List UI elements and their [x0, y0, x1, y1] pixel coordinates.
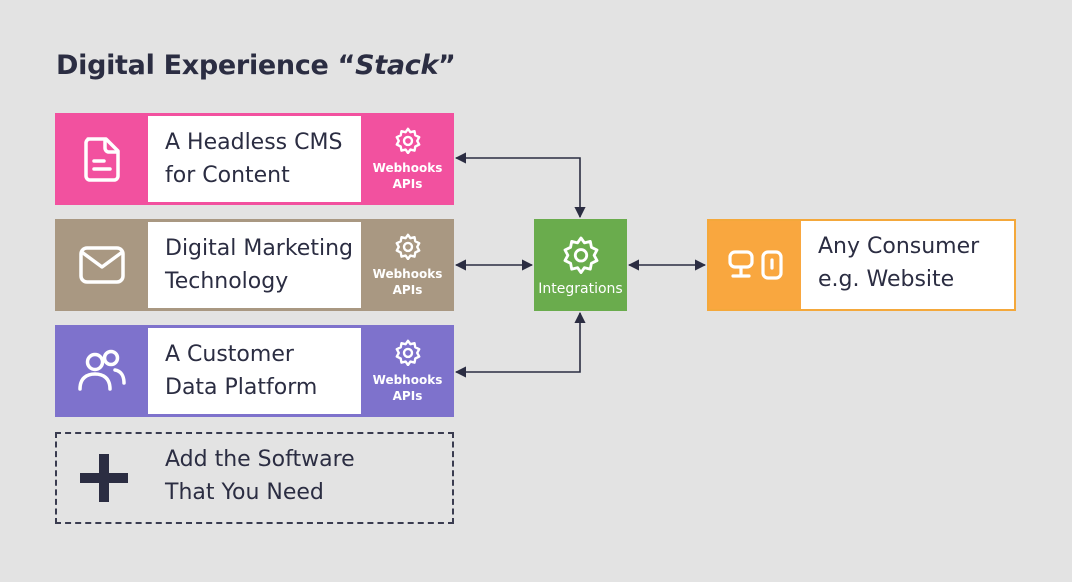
mobile-icon: [760, 250, 783, 280]
api-badge: Webhooks APIs: [361, 219, 454, 311]
api-line1: Webhooks: [372, 161, 443, 175]
stack-item-line2: Technology: [165, 269, 289, 294]
title-emphasis: Stack: [355, 50, 439, 81]
connector-cdp-integrations: [454, 311, 586, 378]
consumer-label: Any Consumer e.g. Website: [818, 230, 979, 296]
add-software-label: Add the Software That You Need: [165, 443, 355, 509]
stack-item-line2: for Content: [165, 163, 290, 188]
gear-icon: [395, 233, 420, 260]
hub-label: Integrations: [538, 281, 623, 297]
integrations-hub: Integrations: [534, 219, 627, 311]
title-suffix: ”: [438, 50, 456, 81]
stack-item-line1: Digital Marketing: [165, 236, 353, 261]
mail-icon: [55, 219, 148, 311]
stack-item-line2: Data Platform: [165, 375, 318, 400]
diagram-title: Digital Experience “Stack”: [56, 50, 456, 81]
consumer-box: Any Consumer e.g. Website: [707, 219, 1016, 311]
api-line1: Webhooks: [372, 373, 443, 387]
api-line2: APIs: [392, 177, 423, 191]
api-line2: APIs: [392, 283, 423, 297]
stack-item-label: Digital Marketing Technology: [148, 222, 361, 308]
stack-item-headless-cms: A Headless CMS for Content Webhooks APIs: [55, 113, 454, 205]
consumer-icons: [709, 221, 801, 309]
gear-icon: [395, 339, 420, 366]
title-prefix: Digital Experience “: [56, 50, 356, 81]
monitor-icon: [727, 250, 754, 278]
api-line2: APIs: [392, 389, 423, 403]
stack-item-customer-data-platform: A Customer Data Platform Webhooks APIs: [55, 325, 454, 417]
stack-item-label: A Headless CMS for Content: [148, 116, 361, 202]
stack-item-line1: A Headless CMS: [165, 130, 343, 155]
users-icon: [55, 325, 148, 417]
consumer-line2: e.g. Website: [818, 267, 955, 292]
add-software-placeholder: Add the Software That You Need: [55, 432, 454, 524]
stack-item-digital-marketing: Digital Marketing Technology Webhooks AP…: [55, 219, 454, 311]
add-software-line1: Add the Software: [165, 447, 355, 472]
stack-item-line1: A Customer: [165, 342, 294, 367]
add-software-line2: That You Need: [165, 480, 324, 505]
stack-item-label: A Customer Data Platform: [148, 328, 361, 414]
document-icon: [55, 113, 148, 205]
api-line1: Webhooks: [372, 267, 443, 281]
connector-cms-integrations: [454, 152, 586, 219]
api-badge: Webhooks APIs: [361, 113, 454, 205]
consumer-line1: Any Consumer: [818, 234, 980, 259]
api-badge: Webhooks APIs: [361, 325, 454, 417]
gear-icon: [563, 236, 598, 274]
plus-icon: [57, 434, 150, 522]
gear-icon: [395, 127, 420, 154]
